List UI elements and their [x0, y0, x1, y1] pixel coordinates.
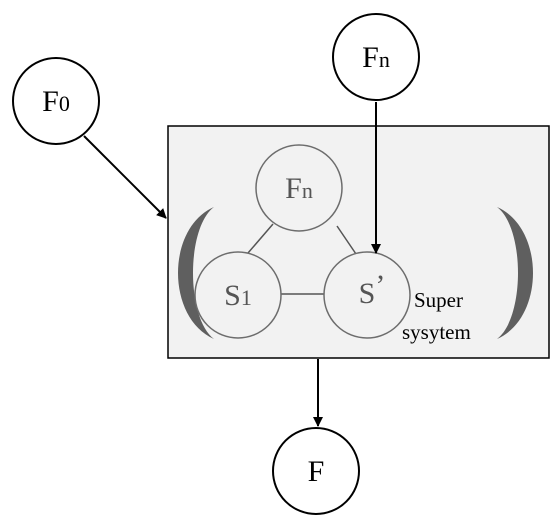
right-parenthesis — [497, 207, 533, 339]
arrow-f0-to-box — [83, 135, 167, 219]
fn-label: Fn — [362, 41, 390, 74]
edge-fn-s1 — [247, 223, 274, 254]
s1-label: S1 — [224, 279, 252, 312]
f-label: F — [308, 455, 325, 488]
s-prime-label: S’ — [359, 269, 386, 310]
edge-fn-sprime — [336, 225, 357, 255]
sysytem-label: sysytem — [402, 320, 471, 344]
node-f0 — [12, 57, 100, 145]
inner-node-fn — [255, 144, 343, 232]
super-label: Super — [414, 288, 463, 312]
inner-fn-label: Fn — [285, 172, 313, 205]
left-parenthesis — [178, 207, 214, 339]
node-fn — [332, 13, 420, 101]
f0-label: F0 — [42, 85, 70, 118]
node-f — [272, 427, 360, 515]
inner-node-s-prime — [323, 251, 411, 339]
inner-node-s1 — [194, 251, 282, 339]
